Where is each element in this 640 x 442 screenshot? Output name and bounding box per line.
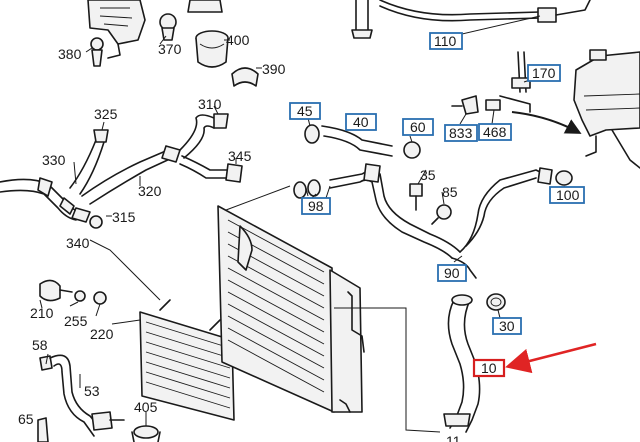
svg-text:98: 98 [308, 198, 324, 214]
svg-text:30: 30 [499, 318, 515, 334]
label-11: 11 [446, 433, 461, 442]
hose-40 [304, 124, 421, 159]
fitting-210 [39, 279, 73, 302]
label-330: 330 [42, 152, 66, 168]
label-35: 35 [420, 167, 436, 183]
svg-text:110: 110 [434, 33, 457, 49]
highlight-arrow [505, 342, 597, 374]
callout-60: 60 [402, 118, 434, 136]
hose-53 [49, 354, 125, 437]
intercooler [139, 299, 235, 421]
svg-text:45: 45 [297, 103, 313, 119]
expansion-tank [573, 49, 640, 169]
label-380: 380 [58, 46, 82, 62]
hose-320 [81, 145, 181, 205]
label-210: 210 [30, 305, 54, 321]
level-sensor-170 [499, 51, 531, 113]
hose-325 [69, 129, 109, 195]
callout-30: 30 [492, 317, 522, 335]
hose-110 [351, 0, 591, 39]
hose-330 [0, 177, 81, 221]
svg-text:468: 468 [483, 124, 507, 140]
callout-468: 468 [478, 123, 512, 141]
clamp-315 [71, 207, 103, 229]
connector-833-468 [451, 95, 501, 115]
label-85: 85 [442, 184, 458, 200]
svg-text:100: 100 [556, 187, 580, 203]
collar-390 [231, 67, 259, 87]
label-65: 65 [18, 411, 34, 427]
part-65 [37, 417, 49, 442]
svg-text:833: 833 [449, 125, 473, 141]
callout-833: 833 [444, 124, 478, 142]
clamp-220 [93, 291, 107, 305]
svg-text:60: 60 [410, 119, 426, 135]
bolt-35 [409, 183, 423, 211]
label-345: 345 [228, 148, 252, 164]
callout-45: 45 [289, 102, 321, 120]
callout-100: 100 [549, 186, 585, 204]
svg-text:170: 170 [532, 65, 556, 81]
tank-arrow [511, 111, 582, 134]
label-340: 340 [66, 235, 90, 251]
clamp-255 [74, 290, 86, 302]
clamp-100 [555, 170, 573, 186]
callout-170: 170 [527, 64, 561, 82]
label-255: 255 [64, 313, 88, 329]
radiator [217, 205, 365, 413]
label-325: 325 [94, 106, 118, 122]
clamp-30 [486, 293, 506, 311]
clamp-98 [293, 181, 307, 199]
clip-85 [431, 204, 452, 225]
bracket-assembly [87, 0, 223, 67]
callout-110: 110 [429, 32, 463, 50]
svg-text:90: 90 [444, 265, 460, 281]
label-58: 58 [32, 337, 48, 353]
label-320: 320 [138, 183, 162, 199]
label-400: 400 [226, 32, 250, 48]
callout-98: 98 [301, 197, 331, 215]
hose-clamp-400 [195, 30, 229, 68]
label-315: 315 [112, 209, 136, 225]
hose-310 [179, 113, 243, 183]
svg-text:40: 40 [353, 114, 369, 130]
label-370: 370 [158, 41, 182, 57]
clamp-405 [131, 425, 161, 442]
callout-40: 40 [345, 113, 377, 131]
label-390: 390 [262, 61, 286, 77]
label-53: 53 [84, 383, 100, 399]
label-220: 220 [90, 326, 114, 342]
callout-10-highlighted[interactable]: 10 [472, 358, 506, 378]
callout-90: 90 [437, 264, 467, 282]
svg-text:10: 10 [481, 360, 497, 376]
label-310: 310 [198, 96, 222, 112]
hose-90 [307, 163, 553, 279]
label-405: 405 [134, 399, 158, 415]
